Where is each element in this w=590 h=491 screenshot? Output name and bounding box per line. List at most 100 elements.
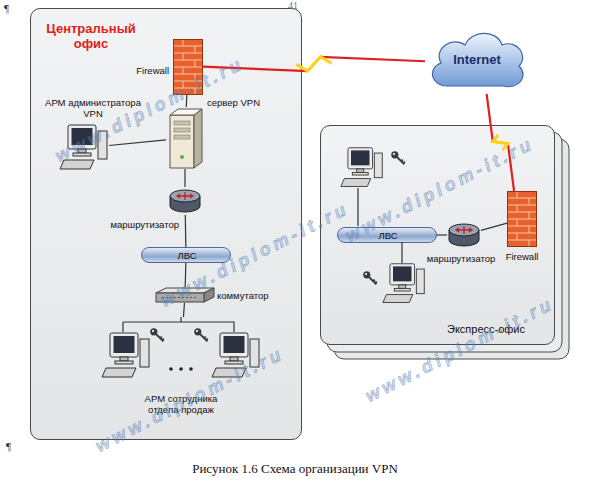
page-number: 41 [288, 0, 298, 11]
device-icon-part [174, 121, 190, 125]
device-icon-part [212, 333, 259, 377]
device-icon-part [508, 192, 537, 247]
device-icon-part [156, 293, 204, 302]
device-label: коммутатор [217, 290, 273, 301]
device-icon-part [150, 328, 164, 341]
express-office: Экспресс-офис ЛВС маршрутизаторFirewall [320, 125, 555, 345]
network-link [437, 235, 447, 236]
paragraph-mark: ¶ [6, 440, 11, 452]
network-link [186, 95, 188, 107]
device-icon [91, 317, 271, 387]
switch-node: коммутатор [156, 287, 274, 307]
lan-bus: ЛВС [141, 247, 231, 263]
lightning-zigzag [296, 57, 332, 71]
workstation-icon [383, 264, 424, 303]
network-link [109, 140, 166, 146]
device-label: Firewall [499, 251, 545, 262]
watermark: www.diplom-it.ru [52, 53, 248, 167]
office-container: Центральный офисFirewall сервер VPN АРМ ад… [30, 8, 302, 440]
device-icon [59, 123, 109, 173]
device-label: сервер VPN [207, 97, 265, 108]
device-icon-part [162, 297, 198, 298]
device-icon-part [102, 333, 149, 377]
vpn-server-node: сервер VPN [166, 95, 266, 171]
device-icon-part [456, 226, 472, 234]
wan-link-bolt [203, 57, 425, 71]
key-symbol [363, 271, 377, 284]
watermark: www.diplom-it.ru [157, 198, 353, 312]
device-icon-part [174, 128, 190, 132]
paragraph-mark: ¶ [4, 2, 9, 14]
device-icon-part [170, 115, 194, 168]
device-icon [156, 287, 214, 303]
device-icon-part [60, 125, 107, 169]
device-icon-part [170, 109, 202, 115]
device-label: АРМ администратора VPN [37, 97, 149, 119]
link-line [183, 303, 185, 317]
device-icon-part [173, 39, 203, 95]
link-line [186, 95, 188, 107]
router-node: маршрутизатор [425, 221, 497, 267]
device-label: маршрутизатор [97, 219, 179, 230]
device-icon-part [180, 155, 184, 159]
network-link [481, 223, 507, 230]
device-icon-part [174, 40, 203, 95]
workstation-icon [341, 148, 382, 187]
device-icon-part [449, 224, 479, 236]
device-label: АРМ сотрудника отдела продаж [133, 393, 229, 415]
lan-drop-wire [358, 188, 402, 263]
network-link [185, 263, 187, 287]
device-icon [168, 187, 202, 215]
admin-workstation: АРМ администратора VPN [37, 97, 149, 177]
watermark: www.diplom-it.ru [362, 293, 558, 407]
device-icon-part [204, 288, 214, 302]
link-line [185, 263, 187, 287]
link-line [109, 140, 166, 146]
office-heading: Центральный офис [41, 21, 141, 51]
device-icon-part [194, 328, 208, 341]
wan-link-line [487, 94, 514, 191]
device-icon [166, 107, 204, 169]
device-icon-part [123, 317, 234, 332]
device-label: маршрутизатор [425, 253, 497, 264]
watermark: www.diplom-it.ru [342, 133, 538, 247]
sales-workstations: АРМ сотрудника отдела продаж [91, 317, 271, 427]
device-icon [173, 39, 203, 95]
router-node: маршрутизатор [97, 187, 205, 237]
device-icon [447, 221, 481, 249]
link-line [185, 215, 187, 247]
device-icon-part [170, 190, 200, 202]
internet-cloud: Internet [425, 26, 529, 94]
key-symbol [391, 151, 405, 164]
lightning-zigzag [493, 135, 508, 151]
wan-link-bolt [487, 94, 514, 191]
link-line [184, 169, 185, 187]
lan-bus: ЛВС [337, 227, 437, 243]
network-link [185, 169, 186, 187]
network-link [183, 303, 185, 317]
lan-label: ЛВС [142, 250, 232, 261]
link-line [437, 234, 447, 235]
cloud-label: Internet [425, 52, 529, 68]
device-icon [507, 191, 537, 247]
office-label: Экспресс-офис [421, 323, 551, 336]
wan-link-line [203, 57, 425, 71]
figure-caption: Рисунок 1.6 Схема организации VPN [0, 461, 590, 477]
link-line [481, 223, 507, 230]
device-icon-part [169, 367, 173, 371]
device-icon-part [508, 192, 537, 247]
network-link [185, 215, 187, 247]
device-icon-part [174, 135, 190, 139]
device-icon-part [179, 367, 183, 371]
device-icon-part [507, 191, 537, 247]
watermark: www.diplom-it.ru [92, 343, 288, 457]
device-icon-part [177, 192, 193, 200]
device-icon-part [174, 40, 203, 95]
firewall-node: Firewall [111, 37, 205, 97]
device-label: Firewall [111, 65, 169, 76]
device-icon-part [194, 109, 202, 168]
